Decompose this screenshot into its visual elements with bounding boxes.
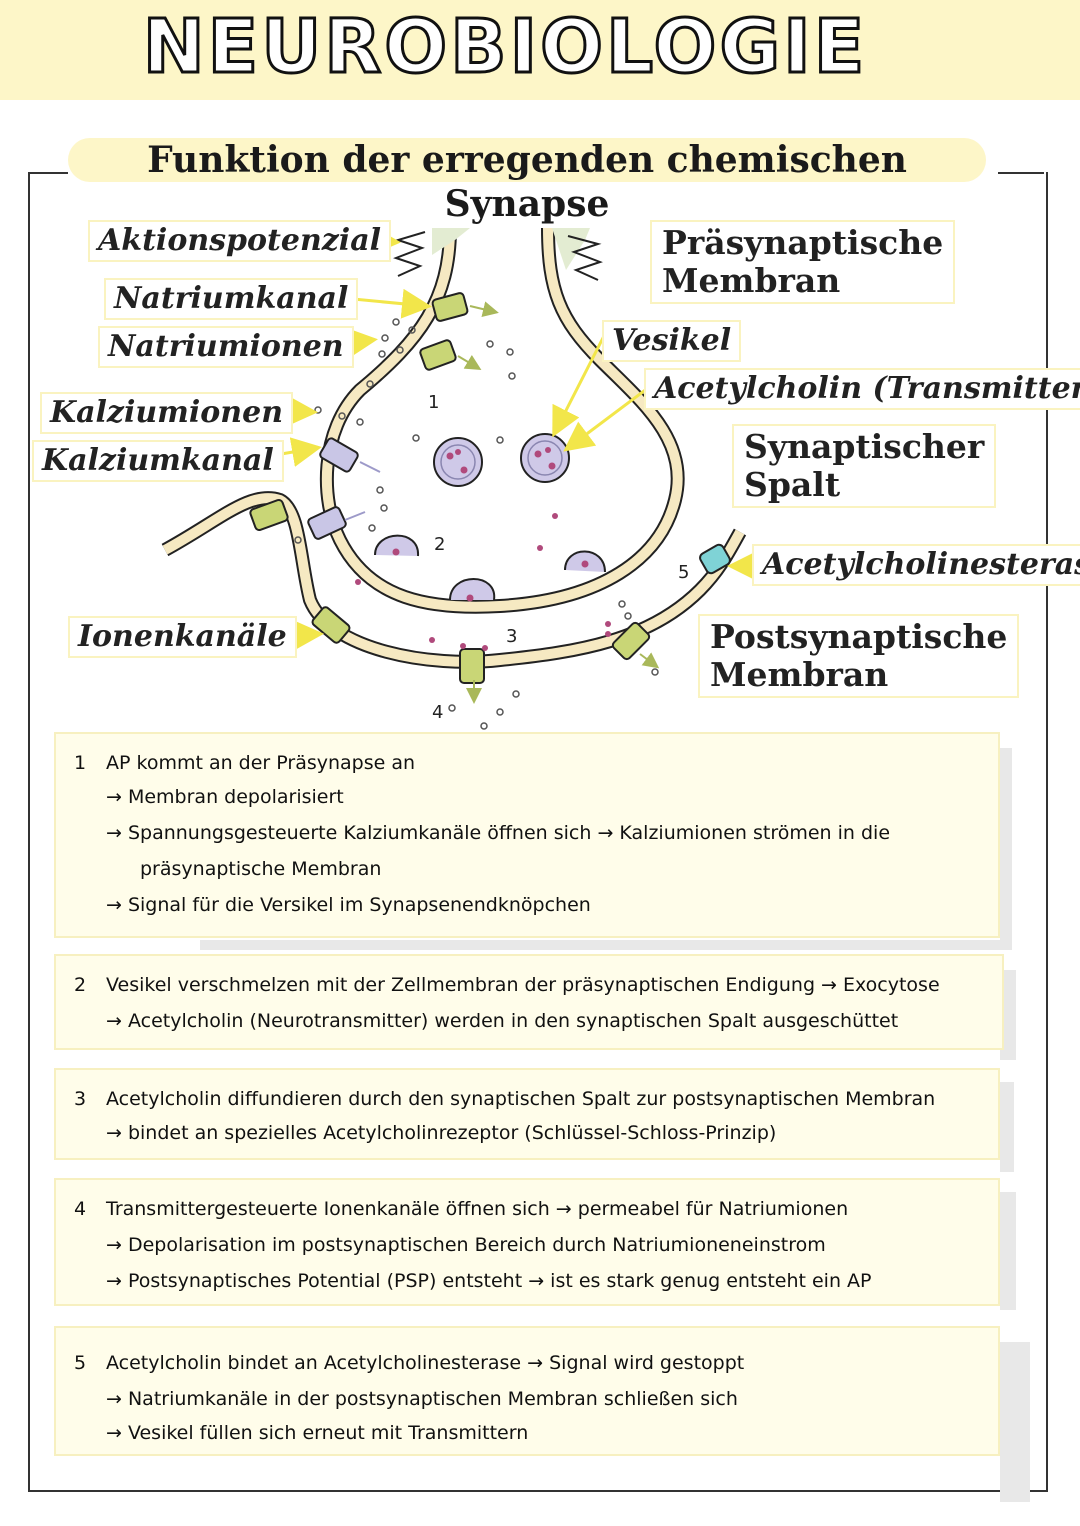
label-synaptischer-line1: Synaptischer bbox=[744, 427, 985, 466]
label-vesikel: Vesikel bbox=[602, 320, 742, 362]
step-marker-1: 1 bbox=[428, 392, 439, 413]
label-kalziumionen: Kalziumionen bbox=[40, 392, 294, 434]
box-shadow bbox=[1000, 970, 1016, 1060]
synapse-diagram: 1 2 3 4 5 bbox=[161, 225, 757, 730]
step-line: → Vesikel füllen sich erneut mit Transmi… bbox=[106, 1422, 529, 1444]
box-shadow bbox=[1000, 748, 1012, 950]
box-shadow bbox=[200, 940, 1012, 950]
step-marker-5: 5 bbox=[678, 562, 689, 583]
label-praesynaptische-line2: Membran bbox=[662, 261, 841, 300]
postsynaptic-membrane bbox=[161, 491, 747, 669]
step-marker-4: 4 bbox=[432, 702, 443, 723]
label-acetylcholinesterase: Acetylcholinesterase bbox=[752, 544, 1080, 586]
label-natriumkanal: Natriumkanal bbox=[104, 278, 359, 320]
step-box-1: 1 AP kommt an der Präsynapse an → Membra… bbox=[54, 732, 1000, 938]
step-number: 3 bbox=[74, 1088, 87, 1110]
step-box-3: 3 Acetylcholin diffundieren durch den sy… bbox=[54, 1068, 1000, 1160]
label-aktionspotenzial: Aktionspotenzial bbox=[88, 220, 392, 262]
step-box-2: 2 Vesikel verschmelzen mit der Zellmembr… bbox=[54, 954, 1004, 1050]
subtitle: Funktion der erregenden chemischen Synap… bbox=[68, 138, 986, 225]
presynaptic-terminal bbox=[319, 227, 685, 614]
step-line: Acetylcholin bindet an Acetylcholinester… bbox=[106, 1352, 745, 1374]
frame-top-left bbox=[28, 172, 68, 174]
step-line: AP kommt an der Präsynapse an bbox=[106, 752, 416, 774]
step-number: 5 bbox=[74, 1352, 87, 1374]
step-number: 1 bbox=[74, 752, 87, 774]
step-line: Acetylcholin diffundieren durch den syna… bbox=[106, 1088, 936, 1110]
sodium-channel bbox=[419, 292, 499, 371]
label-praesynaptische-line1: Präsynaptische bbox=[662, 223, 944, 262]
box-shadow bbox=[1000, 1082, 1014, 1172]
step-line: → Acetylcholin (Neurotransmitter) werden… bbox=[106, 1010, 899, 1032]
content-frame bbox=[28, 172, 1048, 1492]
label-synaptischer-spalt: Synaptischer Spalt bbox=[732, 424, 997, 508]
label-praesynaptische-membran: Präsynaptische Membran bbox=[650, 220, 956, 304]
step-line: → Signal für die Versikel im Synapsenend… bbox=[106, 894, 591, 916]
step-number: 2 bbox=[74, 974, 87, 996]
label-kalziumkanal: Kalziumkanal bbox=[32, 440, 284, 482]
step-line: → Spannungsgesteuerte Kalziumkanäle öffn… bbox=[106, 822, 891, 844]
step-line: → Membran depolarisiert bbox=[106, 786, 344, 808]
ions bbox=[294, 318, 659, 730]
step-line: präsynaptische Membran bbox=[140, 858, 382, 880]
label-postsynaptische-line2: Membran bbox=[710, 655, 889, 694]
step-line: Transmittergesteuerte Ionenkanäle öffnen… bbox=[106, 1198, 849, 1220]
page-title: NEUROBIOLOGIE bbox=[141, 3, 868, 92]
box-shadow bbox=[1000, 1342, 1030, 1502]
label-postsynaptische-membran: Postsynaptische Membran bbox=[698, 614, 1020, 698]
step-line: → bindet an spezielles Acetylcholinrezep… bbox=[106, 1122, 777, 1144]
label-ionenkanaele: Ionenkanäle bbox=[68, 616, 297, 658]
step-line: Vesikel verschmelzen mit der Zellmembran… bbox=[106, 974, 940, 996]
transmitter-molecules bbox=[355, 447, 611, 651]
calcium-channel bbox=[307, 437, 381, 540]
vesicle bbox=[374, 433, 606, 601]
label-synaptischer-line2: Spalt bbox=[744, 465, 841, 504]
label-natriumionen: Natriumionen bbox=[98, 326, 354, 368]
action-potential-zigzag-left bbox=[393, 231, 426, 277]
step-box-5: 5 Acetylcholin bindet an Acetylcholinest… bbox=[54, 1326, 1000, 1456]
step-marker-3: 3 bbox=[506, 626, 517, 647]
step-number: 4 bbox=[74, 1198, 87, 1220]
frame-top-right bbox=[998, 172, 1044, 174]
label-acetylcholin: Acetylcholin (Transmitter) bbox=[644, 368, 1080, 410]
title-banner: NEUROBIOLOGIE bbox=[0, 0, 1080, 100]
box-shadow bbox=[1000, 1192, 1016, 1310]
action-potential-zigzag-right bbox=[567, 235, 603, 281]
step-line: → Natriumkanäle in der postsynaptischen … bbox=[106, 1388, 738, 1410]
step-line: → Postsynaptisches Potential (PSP) entst… bbox=[106, 1270, 872, 1292]
step-marker-2: 2 bbox=[434, 534, 445, 555]
step-box-4: 4 Transmittergesteuerte Ionenkanäle öffn… bbox=[54, 1178, 1000, 1306]
acetylcholinesterase-enzyme bbox=[699, 543, 731, 575]
label-postsynaptische-line1: Postsynaptische bbox=[710, 617, 1008, 656]
step-line: → Depolarisation im postsynaptischen Ber… bbox=[106, 1234, 826, 1256]
